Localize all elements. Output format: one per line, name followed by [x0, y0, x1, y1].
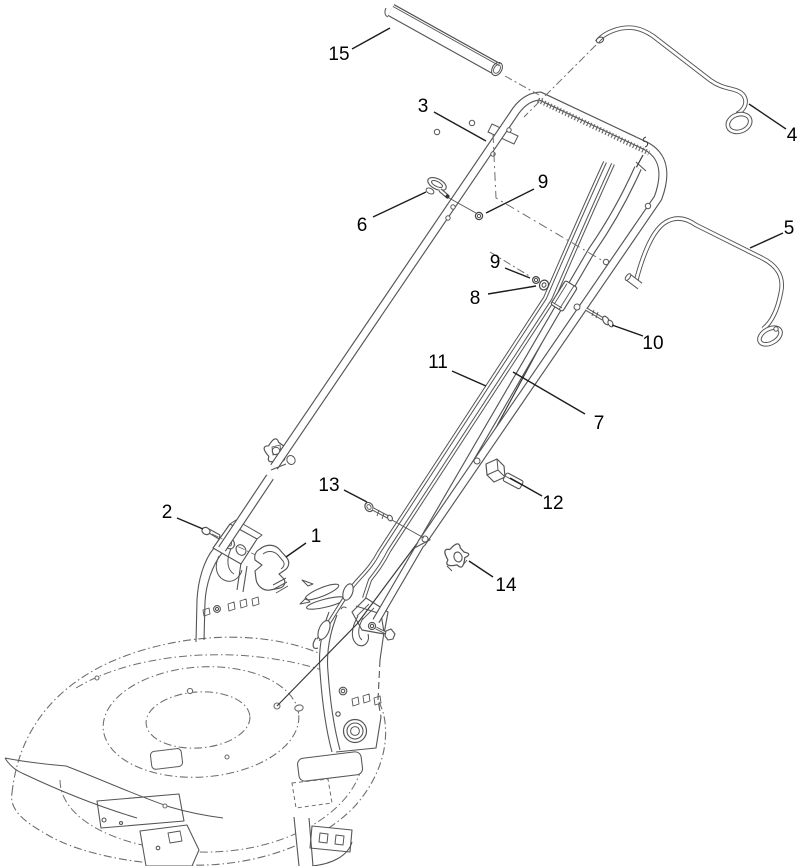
- svg-text:6: 6: [357, 215, 368, 236]
- svg-text:2: 2: [162, 502, 173, 523]
- svg-text:7: 7: [594, 413, 605, 434]
- svg-text:8: 8: [470, 288, 481, 309]
- svg-text:15: 15: [328, 44, 349, 65]
- svg-text:11: 11: [428, 352, 448, 373]
- svg-text:1: 1: [311, 526, 322, 547]
- svg-text:10: 10: [642, 333, 663, 354]
- svg-text:9: 9: [538, 172, 549, 193]
- svg-text:3: 3: [418, 96, 429, 117]
- svg-text:12: 12: [542, 493, 563, 514]
- svg-text:9: 9: [490, 252, 501, 273]
- svg-text:14: 14: [495, 575, 517, 596]
- svg-text:4: 4: [787, 125, 798, 146]
- svg-text:13: 13: [318, 475, 339, 496]
- svg-text:5: 5: [784, 218, 795, 239]
